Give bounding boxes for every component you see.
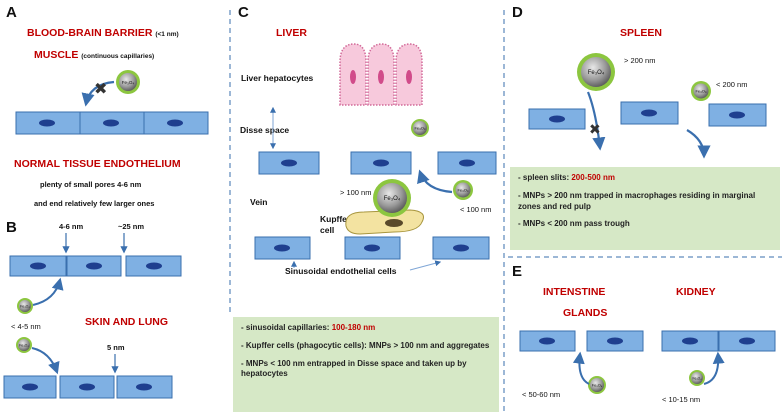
- spleen-info-line3: - MNPs < 200 nm pass trough: [518, 219, 630, 229]
- large-size-d: > 200 nm: [624, 56, 656, 65]
- disse-label: Disse space: [240, 125, 290, 135]
- muscle-title: MUSCLE: [34, 49, 79, 61]
- skin-lung-label: SKIN AND LUNG: [85, 316, 169, 328]
- svg-text:Fe₃O₄: Fe₃O₄: [414, 126, 425, 131]
- panel-c-letter: C: [238, 4, 249, 21]
- large-size-c: > 100 nm: [340, 188, 372, 197]
- panel-e-particle-intestine: Fe₃O₄: [588, 376, 606, 394]
- svg-text:Fe₃O₄: Fe₃O₄: [695, 89, 706, 94]
- svg-text:Fe₃O₄: Fe₃O₄: [592, 384, 603, 388]
- panel-a-particle: Fe₃O₄: [116, 70, 140, 94]
- sinusoidal-label: Sinusoidal endothelial cells: [285, 266, 397, 276]
- panel-c-lower-cells: [254, 236, 490, 260]
- liver-info-box: - sinusoidal capillaries: 100-180 nm - K…: [233, 317, 499, 412]
- kidney-label: KIDNEY: [676, 286, 716, 298]
- disse-uptake-arrow: [417, 169, 453, 194]
- normal-tissue-line1: plenty of small pores 4-6 nm: [40, 180, 142, 189]
- hepatocytes-drawing: [339, 43, 423, 106]
- panel-b-endothelium-top: [9, 255, 182, 277]
- muscle-note: (continuous capillaries): [81, 53, 155, 60]
- spleen-pass-arrow: [686, 129, 711, 159]
- spleen-info-line1: - spleen slits: 200-500 nm: [518, 173, 615, 182]
- panel-b-particle-2: Fe₃O₄: [16, 337, 32, 353]
- panel-b-endothelium-bottom: [3, 375, 173, 399]
- pass-arrow-b1: [32, 277, 64, 306]
- panel-e-particle-kidney: Fe₃O₄: [689, 370, 705, 386]
- panel-b-particle-1: Fe₃O₄: [17, 298, 33, 314]
- spleen-info-line2: - MNPs > 200 nm trapped in macrophages r…: [518, 190, 756, 211]
- panel-a-endothelium: [15, 111, 209, 135]
- nucleus: [167, 119, 183, 127]
- pore-large-label: ~25 nm: [118, 222, 145, 231]
- liver-title: LIVER: [276, 27, 307, 39]
- spleen-blocked-arrow: [586, 91, 606, 151]
- svg-text:Fe₃O₄: Fe₃O₄: [588, 70, 605, 76]
- liver-info-line2: - Kupffer cells (phagocytic cells): MNPs…: [241, 340, 490, 350]
- bbb-title: BLOOD-BRAIN BARRIER: [27, 27, 153, 39]
- vein-label: Vein: [250, 197, 268, 207]
- panel-b-letter: B: [6, 219, 17, 236]
- svg-text:Fe₃O₄: Fe₃O₄: [122, 80, 135, 85]
- block-x-icon: ✖: [94, 79, 107, 98]
- small-size-c: < 100 nm: [460, 205, 492, 214]
- hepatocytes-label: Liver hepatocytes: [241, 73, 314, 83]
- pass-arrow-b2: [31, 347, 60, 375]
- bbb-note: (<1 nm): [155, 31, 179, 38]
- intestine-arrow: [572, 351, 590, 385]
- svg-text:Fe₃O₄: Fe₃O₄: [20, 305, 30, 309]
- normal-tissue-line2: and end relatively few larger ones: [34, 199, 155, 208]
- small-size-d: < 200 nm: [716, 80, 748, 89]
- intestine-size: < 50-60 nm: [522, 390, 561, 399]
- panel-e-cells: [519, 330, 776, 352]
- blocked-arrow: [81, 80, 115, 107]
- liver-info-line1: - sinusoidal capillaries: 100-180 nm: [241, 323, 376, 332]
- panel-e-letter: E: [512, 263, 523, 280]
- spleen-title: SPLEEN: [620, 27, 663, 39]
- liver-info-line3: - MNPs < 100 nm entrapped in Disse space…: [241, 358, 467, 379]
- kidney-arrow: [703, 351, 725, 385]
- sinusoidal-arrow-right: [409, 260, 442, 271]
- nucleus: [39, 119, 55, 127]
- intestine-label: INTENSTINE: [543, 286, 606, 298]
- svg-text:Fe₃O₄: Fe₃O₄: [384, 196, 401, 202]
- panel-d-particle-large: Fe₃O₄: [577, 53, 615, 91]
- kupffer-label: Kupffer cell: [320, 214, 351, 236]
- pore-small-label: 4-6 nm: [59, 222, 84, 231]
- gap-label: 5 nm: [107, 343, 125, 352]
- panel-a-letter: A: [6, 4, 17, 21]
- svg-text:Fe₃O₄: Fe₃O₄: [457, 188, 468, 193]
- panel-c-particle-top: Fe₃O₄: [411, 119, 429, 137]
- panel-d-letter: D: [512, 4, 523, 21]
- panel-c-particle-large: Fe₃O₄: [373, 179, 411, 217]
- panel-c-particle-small: Fe₃O₄: [453, 180, 473, 200]
- muscle-label: MUSCLE (continuous capillaries): [34, 49, 154, 61]
- svg-text:Fe₃O₄: Fe₃O₄: [19, 344, 29, 348]
- normal-tissue-title: NORMAL TISSUE ENDOTHELIUM: [14, 158, 181, 170]
- nucleus: [103, 119, 119, 127]
- panel-c-upper-cells: [258, 151, 497, 175]
- panel-d-particle-small: Fe₃O₄: [691, 81, 711, 101]
- kupffer-cell-drawing: [345, 209, 424, 235]
- kidney-size: < 10-15 nm: [662, 395, 701, 404]
- panel-d-cells: [528, 101, 767, 130]
- svg-text:Fe₃O₄: Fe₃O₄: [692, 377, 702, 381]
- spleen-info-box: - spleen slits: 200-500 nm - MNPs > 200 …: [510, 167, 780, 250]
- particle-size-b: < 4-5 nm: [11, 322, 41, 331]
- spleen-block-x-icon: ✖: [589, 122, 601, 138]
- bbb-label: BLOOD-BRAIN BARRIER (<1 nm): [27, 27, 179, 39]
- glands-label: GLANDS: [563, 307, 608, 319]
